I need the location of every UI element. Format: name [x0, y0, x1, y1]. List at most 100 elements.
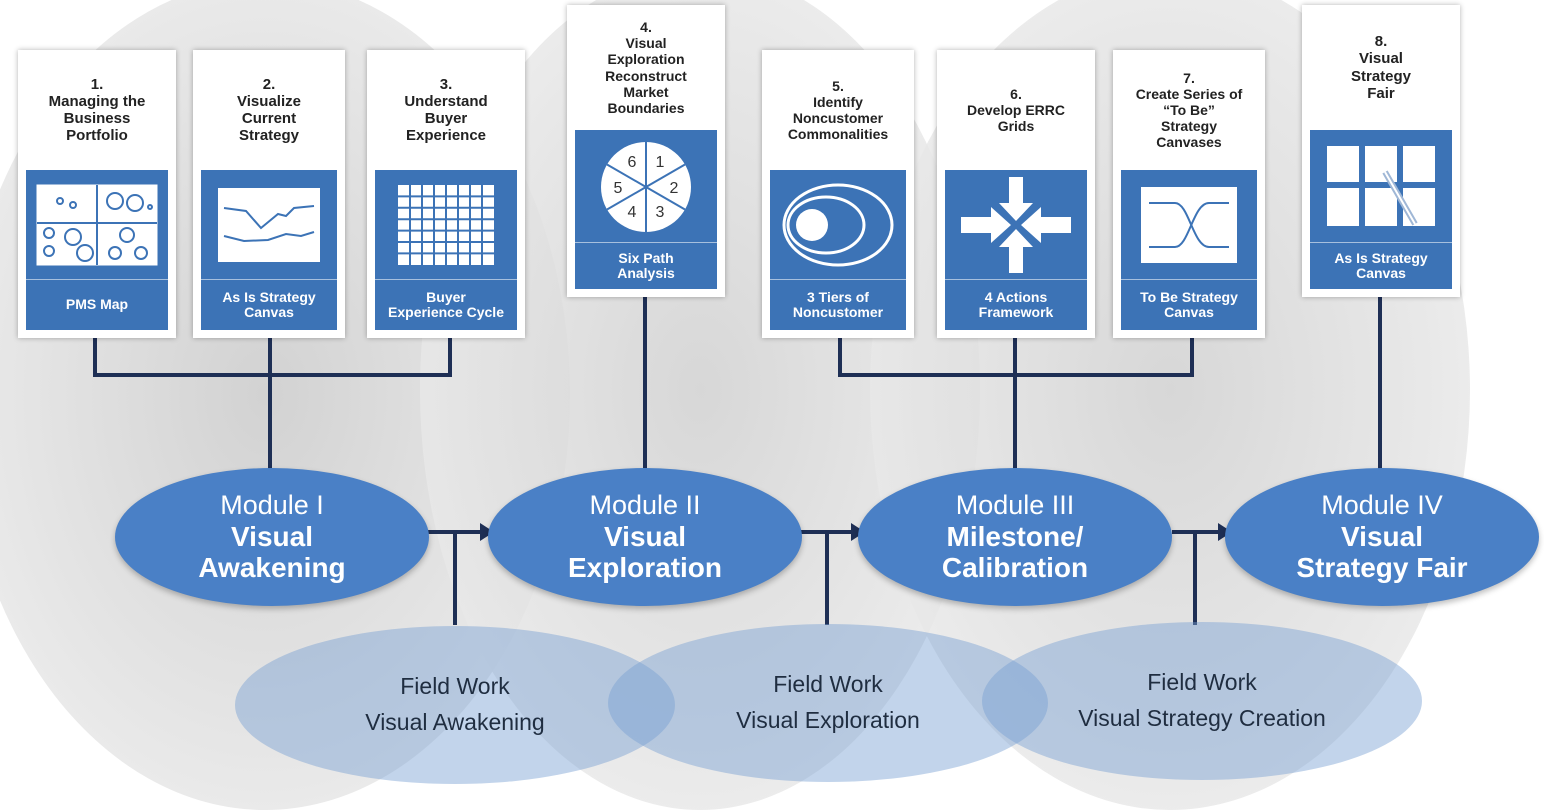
- fieldwork-3: Field Work Visual Strategy Creation: [982, 622, 1422, 780]
- six-path-label: 1: [656, 154, 665, 171]
- pencil-grid-icon: [1310, 130, 1452, 243]
- six-path-label: 6: [628, 154, 637, 171]
- six-path-label: 2: [670, 180, 679, 197]
- step-number: 6.: [1010, 85, 1022, 102]
- module-1-subtitle-line2: Awakening: [198, 552, 346, 584]
- step-title-line: Business: [63, 110, 131, 127]
- step-title-line: Buyer: [424, 110, 468, 127]
- step-title-line: “To Be”: [1163, 101, 1215, 118]
- step-title-line: Commonalities: [787, 126, 889, 143]
- fieldwork-2: Field Work Visual Exploration: [608, 624, 1048, 782]
- step-title-line: Market: [623, 83, 669, 100]
- module-1-title: Module I: [220, 490, 324, 521]
- step-number: 2.: [262, 75, 276, 93]
- fieldwork-3-line1: Field Work: [1147, 669, 1257, 696]
- step-title-line: Fair: [1367, 84, 1395, 102]
- fieldwork-2-line2: Visual Exploration: [736, 707, 920, 733]
- tiers-icon: [770, 170, 906, 280]
- step-title-line: Canvases: [1156, 134, 1222, 151]
- fieldwork-1-line2: Visual Awakening: [365, 709, 545, 735]
- step-caption-line: Canvas: [244, 304, 294, 320]
- module-3-title: Module III: [955, 490, 1075, 521]
- module-4-title: Module IV: [1321, 490, 1443, 521]
- module-2-title: Module II: [589, 490, 701, 521]
- step-number: 8.: [1374, 33, 1388, 50]
- module-1-subtitle-line1: Visual: [231, 520, 313, 552]
- step-title-line: Portfolio: [66, 127, 128, 145]
- step-caption-line: Experience Cycle: [388, 304, 504, 320]
- step-title-line: Managing the: [48, 92, 146, 110]
- module-3-subtitle-line2: Calibration: [941, 552, 1089, 584]
- fieldwork-3-line2: Visual Strategy Creation: [1078, 705, 1326, 731]
- step-title-line: Understand: [404, 92, 488, 110]
- step-caption-line: Six Path: [618, 249, 674, 266]
- step-caption-line: Buyer: [426, 288, 466, 305]
- step-title-line: Develop ERRC: [966, 101, 1066, 118]
- step-number: 5.: [832, 77, 844, 94]
- module-3: Module III Milestone/ Calibration: [858, 468, 1172, 606]
- module-4: Module IV Visual Strategy Fair: [1225, 468, 1539, 606]
- step-caption-line: 4 Actions: [984, 288, 1048, 305]
- step-number: 3.: [439, 75, 453, 93]
- step-caption-line: Noncustomer: [792, 304, 884, 320]
- module-2-subtitle-line1: Visual: [604, 520, 686, 552]
- four-arrows-icon: [945, 170, 1087, 280]
- module-4-subtitle-line2: Strategy Fair: [1296, 552, 1468, 584]
- step-title-line: Identify: [813, 93, 863, 110]
- step-title-line: Visual: [1359, 50, 1403, 68]
- step-caption-line: To Be Strategy: [1140, 288, 1238, 305]
- strategy-canvas-icon: [201, 170, 337, 280]
- step-caption-line: 3 Tiers of: [806, 288, 869, 305]
- connector-step1: [93, 335, 452, 377]
- step-caption-line: Analysis: [617, 265, 675, 281]
- module-1: Module I Visual Awakening: [115, 468, 429, 606]
- step-title-line: Exploration: [607, 51, 685, 68]
- step-caption-line: Canvas: [1356, 265, 1406, 281]
- grid-icon: [375, 170, 517, 280]
- step-caption-line: Canvas: [1164, 304, 1214, 320]
- step-caption-line: As Is Strategy: [222, 288, 316, 305]
- fieldwork-1: Field Work Visual Awakening: [235, 626, 675, 784]
- step-number: 4.: [640, 19, 652, 36]
- step-caption-line: Framework: [978, 304, 1054, 320]
- six-path-label: 5: [614, 180, 623, 197]
- arrowhead-1: [480, 523, 494, 541]
- step-title-line: Noncustomer: [792, 110, 884, 126]
- module-2-subtitle-line2: Exploration: [567, 552, 722, 584]
- step-caption-line: As Is Strategy: [1334, 249, 1428, 266]
- fieldwork-1-line1: Field Work: [400, 673, 510, 700]
- module-2: Module II Visual Exploration: [488, 468, 802, 606]
- step-title-line: Grids: [997, 118, 1035, 135]
- step-number: 7.: [1183, 69, 1195, 86]
- pms-map-icon: [26, 170, 168, 280]
- step-title-line: Visual: [625, 35, 667, 52]
- step-title-line: Current: [241, 110, 297, 127]
- to-be-canvas-icon: [1121, 170, 1257, 280]
- step-title-line: Strategy: [1160, 118, 1218, 135]
- step-title-line: Visualize: [237, 92, 301, 110]
